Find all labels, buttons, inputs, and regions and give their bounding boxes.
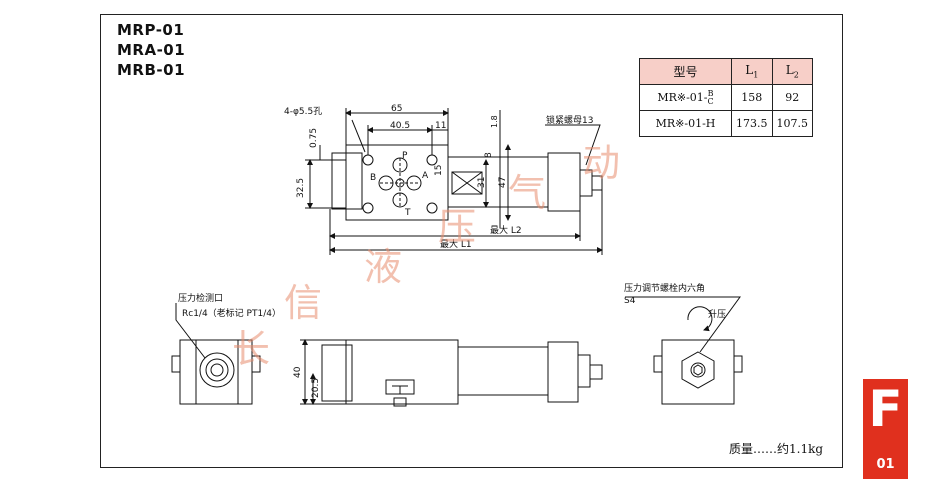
dim-31: 31 [477, 177, 487, 188]
table-row: MR※-01-H 173.5 107.5 [639, 110, 813, 137]
top-view [305, 108, 603, 255]
watermark-char: 动 [582, 141, 621, 185]
dim-20-5: 20.5 [311, 378, 321, 398]
dim-47: 47 [498, 177, 508, 188]
port-a [406, 175, 422, 191]
suffix-bottom: C [707, 96, 714, 106]
watermark-char: 信 [284, 281, 323, 325]
subplate-left [331, 152, 363, 210]
adjust-screw [591, 175, 603, 191]
front-cap [547, 341, 579, 403]
model-list: MRP-01 MRA-01 MRB-01 [117, 20, 185, 80]
front-housing [457, 346, 549, 396]
adjust-size-label: S4 [624, 296, 636, 306]
right-end-view [625, 296, 743, 405]
pressure-port-label: 压力检测口 [178, 292, 223, 304]
table-cell: 107.5 [771, 110, 813, 137]
mount-hole [362, 202, 374, 214]
left-end-view [171, 303, 261, 405]
watermark-char: 气 [508, 171, 547, 215]
dim-32-5: 32.5 [296, 178, 306, 198]
badge-letter: F [868, 380, 903, 438]
adjust-socket [690, 362, 706, 378]
suffix-top: B [707, 88, 714, 98]
table-cell: 173.5 [731, 110, 773, 137]
model-label: MRB-01 [117, 61, 186, 79]
port-p-label: P [402, 151, 408, 161]
dim-40: 40 [293, 366, 303, 378]
port-b-label: B [370, 173, 376, 183]
model-label: MRP-01 [117, 21, 185, 39]
top-view-labels: 4-φ5.5孔 65 40.5 11 1.8 0.75 32.5 15 8 31… [284, 104, 593, 250]
front-screw [589, 364, 603, 380]
name-plate [451, 171, 483, 195]
dim-40-5: 40.5 [390, 121, 410, 131]
dim-1-8: 1.8 [490, 115, 499, 128]
dim-65: 65 [391, 104, 402, 114]
front-view-labels: 40 20.5 [293, 366, 321, 398]
adjust-cap [547, 152, 581, 212]
pressure-port [210, 363, 224, 377]
table-header: L1 [731, 58, 773, 85]
port-t-label: T [404, 208, 411, 218]
mass-note: 质量……约1.1kg [729, 442, 824, 456]
holes-label: 4-φ5.5孔 [284, 106, 322, 117]
table-header-row: 型号 L1 L2 [639, 58, 813, 85]
left-end-labels: 压力检测口 Rc1/4（老标记 PT1/4） [178, 292, 281, 319]
raise-label: 升压 [708, 309, 726, 320]
watermark-char: 压 [438, 205, 477, 249]
lock-nut-label: 锁紧螺母13 [546, 114, 593, 126]
drawing-frame [100, 14, 843, 468]
table-header: L2 [771, 58, 813, 85]
right-end-labels: 压力调节螺栓内六角 S4 升压 [624, 282, 726, 320]
mount-hole [426, 154, 438, 166]
section-badge: F 01 [863, 379, 908, 479]
model-label: MRA-01 [117, 41, 186, 59]
mount-hole [426, 202, 438, 214]
max-l2-label: 最大 L2 [490, 224, 522, 236]
dim-0-75: 0.75 [309, 128, 319, 148]
model-code: MR※-01- [657, 90, 708, 104]
dim-8: 8 [484, 152, 494, 158]
badge-number: 01 [876, 457, 895, 472]
max-l1-label: 最大 L1 [440, 238, 472, 250]
port-a-label: A [422, 171, 429, 181]
watermark-char: 液 [364, 245, 403, 289]
front-view [300, 339, 603, 407]
pressure-port-spec: Rc1/4（老标记 PT1/4） [182, 307, 281, 319]
lock-nut-hex [681, 351, 715, 389]
watermark-char: 长 [232, 327, 271, 371]
front-subplate [321, 344, 353, 402]
dim-11: 11 [435, 121, 446, 131]
dim-15: 15 [434, 165, 444, 176]
end-plate-right [661, 339, 735, 405]
mount-hole [362, 154, 374, 166]
pressure-port-outer [199, 352, 235, 388]
table-cell: MR※-01-H [639, 110, 732, 137]
adjust-bolt-label: 压力调节螺栓内六角 [624, 282, 705, 294]
